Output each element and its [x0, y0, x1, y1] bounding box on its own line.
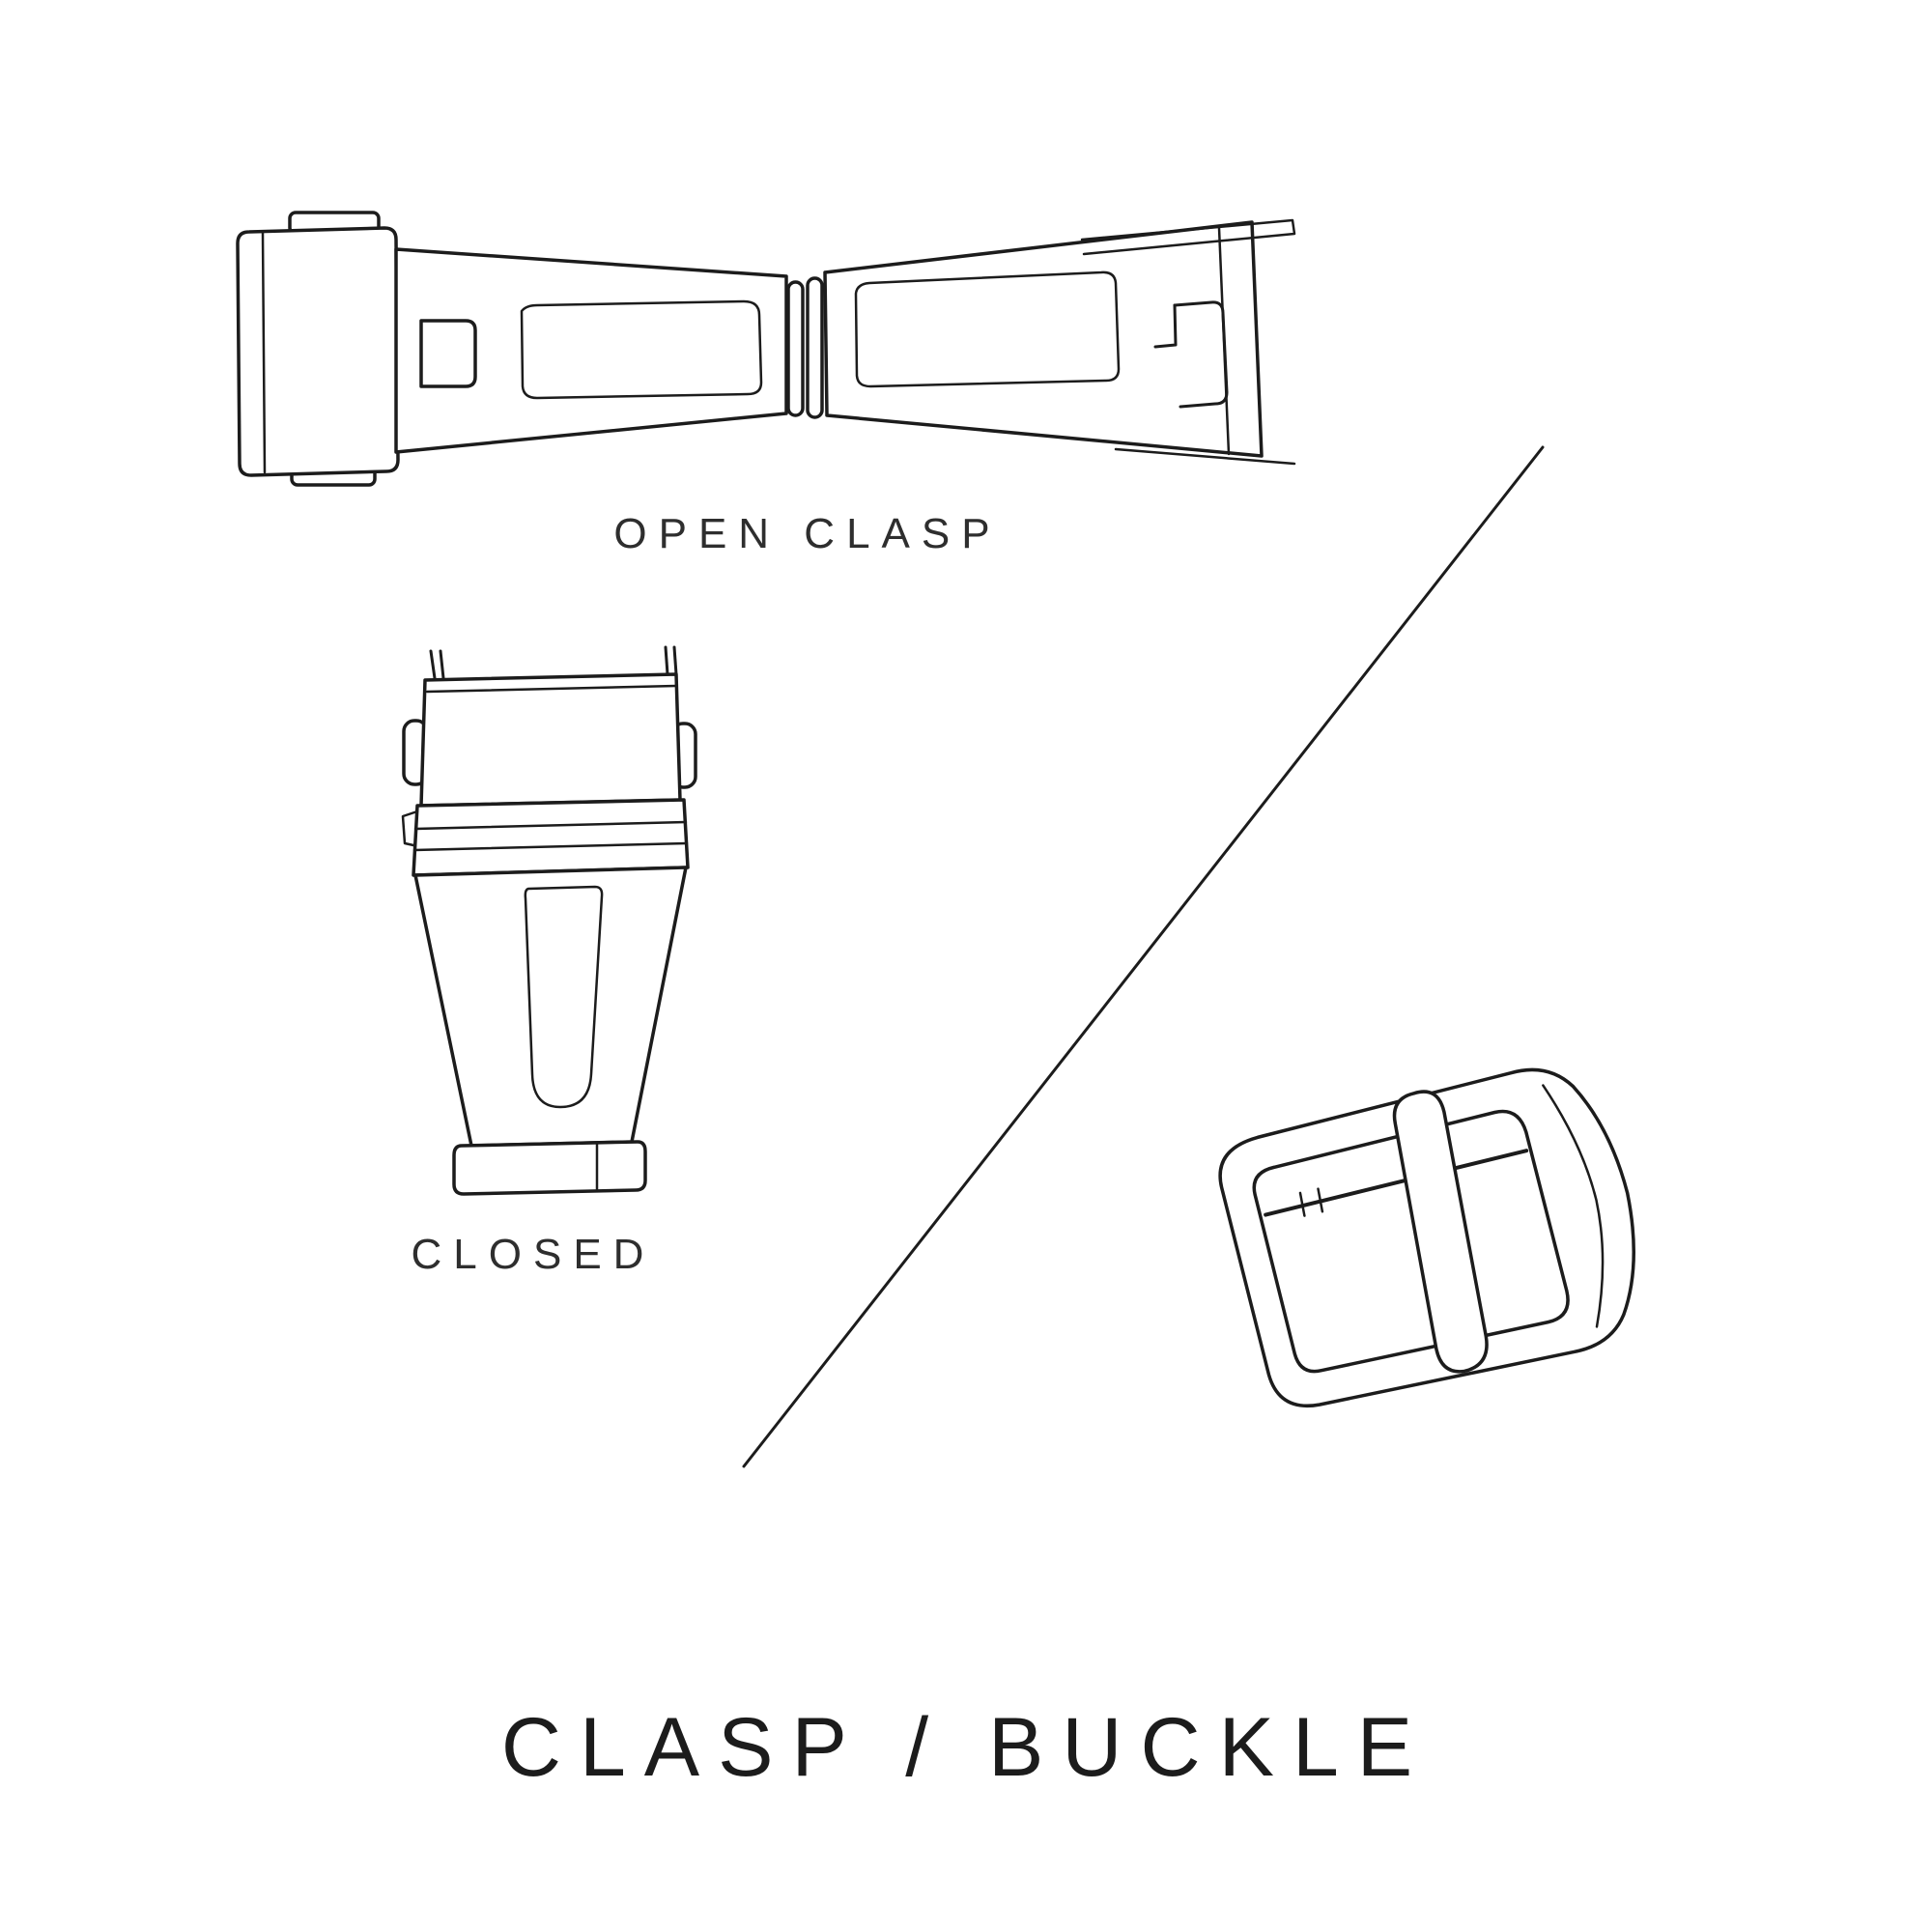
closed-band-line-2	[412, 841, 689, 852]
closed-prong-left-2	[439, 649, 445, 680]
buckle-inner-opening	[1252, 1109, 1570, 1374]
clasp-left-arm	[394, 247, 788, 454]
clasp-right-top-plate	[1080, 218, 1296, 256]
buckle-pin-tick-1	[1298, 1191, 1306, 1217]
buckle-pin	[1264, 1149, 1529, 1217]
clasp-left-block	[236, 226, 400, 477]
open-clasp-label: OPEN CLASP	[613, 510, 1002, 557]
closed-prong-left	[429, 649, 437, 680]
buckle-pin-tick-2	[1317, 1187, 1324, 1213]
diagonal-divider	[742, 445, 1545, 1468]
closed-top-box	[419, 672, 682, 808]
closed-clasp-illustration	[401, 645, 697, 1196]
clasp-right-bottom-line	[1114, 447, 1296, 466]
clasp-right-hook	[1153, 303, 1178, 349]
closed-band-left-notch	[401, 810, 419, 847]
buckle-tongue	[1392, 1090, 1489, 1374]
closed-band-line-1	[413, 820, 688, 831]
closed-prong-right	[664, 645, 669, 676]
closed-bottom-band	[452, 1140, 647, 1196]
clasp-hinge-bar-1	[786, 280, 805, 417]
clasp-catch	[419, 319, 477, 388]
clasp-right-window	[854, 270, 1121, 388]
closed-inner-window	[524, 885, 604, 1109]
clasp-left-window	[520, 299, 763, 400]
closed-clasp-label: CLOSED	[411, 1231, 656, 1278]
closed-top-box-inner-line	[425, 684, 678, 694]
closed-band	[412, 798, 690, 877]
clasp-right-bracket	[1173, 300, 1229, 409]
closed-body	[413, 866, 688, 1148]
buckle-band-contour	[1542, 1084, 1605, 1328]
tang-buckle-illustration	[1218, 1067, 1635, 1407]
clasp-hinge-bar-2	[806, 276, 824, 419]
clasp-left-block-inner-line	[261, 231, 267, 474]
page-title: CLASP / BUCKLE	[500, 1701, 1432, 1794]
clasp-right-arm	[823, 220, 1264, 458]
open-clasp-illustration	[236, 211, 1296, 487]
closed-prong-right-2	[672, 645, 678, 676]
